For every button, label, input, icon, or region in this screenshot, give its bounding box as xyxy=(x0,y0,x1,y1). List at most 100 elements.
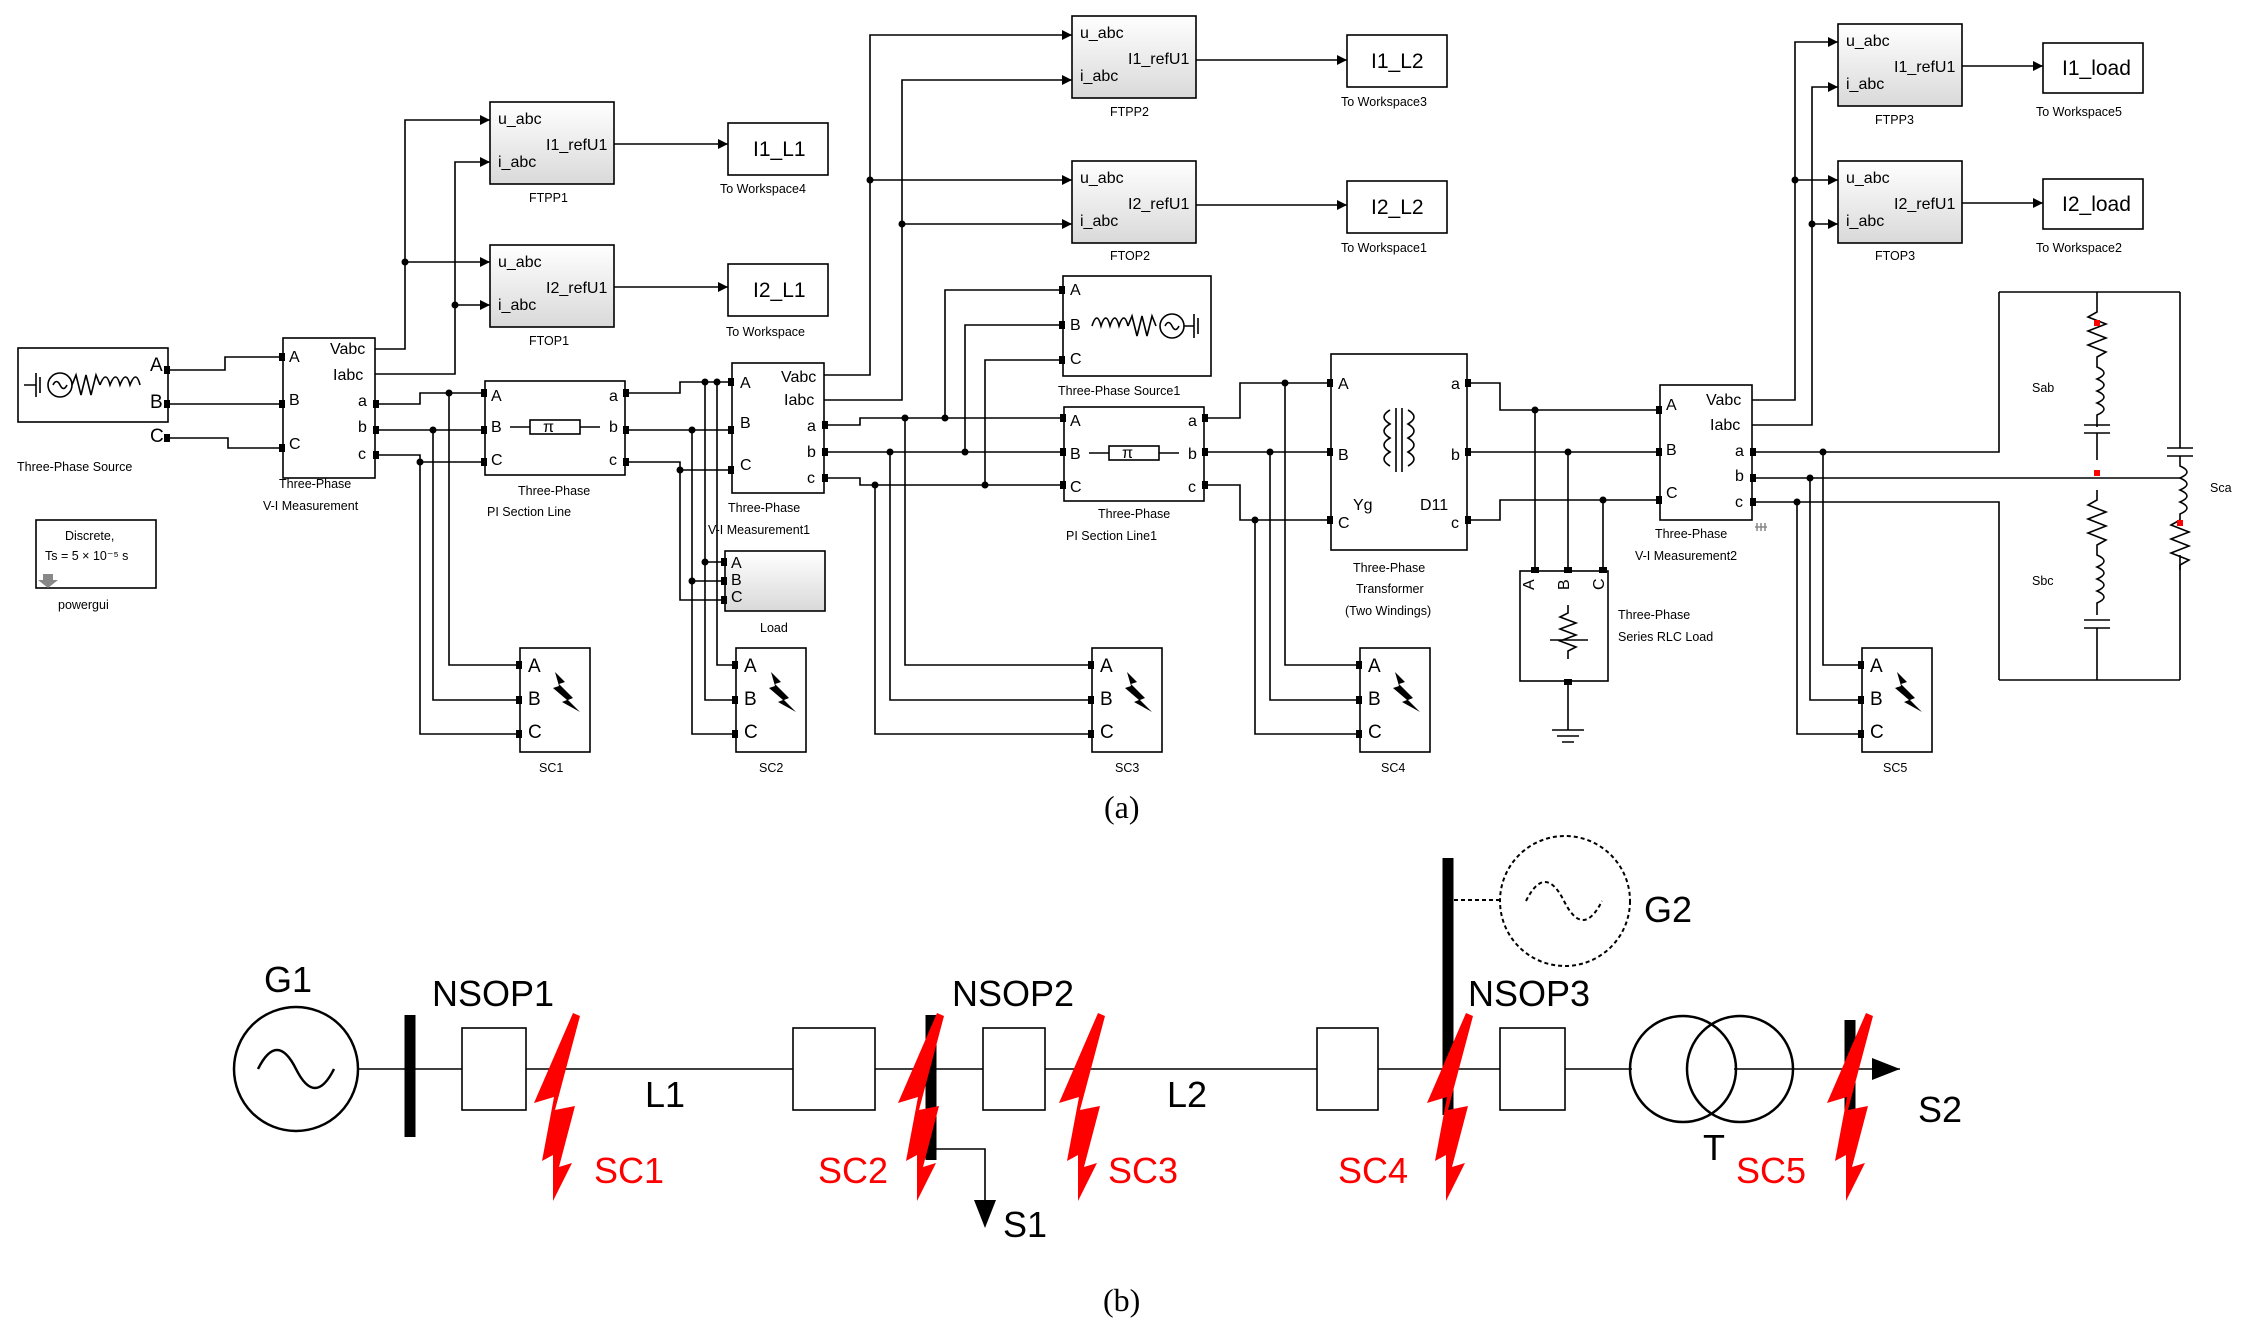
vi-port-label: Iabc xyxy=(1710,417,1740,434)
transformer-port-label: B xyxy=(1338,447,1349,464)
fault-block-sc2[interactable]: A B C SC2 xyxy=(735,647,807,775)
to-workspace2-block[interactable]: I2_load To Workspace2 xyxy=(2036,178,2144,255)
ft-port-label: u_abc xyxy=(1080,25,1124,42)
line-caption: PI Section Line1 xyxy=(1066,529,1157,543)
rlc-caption: Three-Phase xyxy=(1618,608,1690,622)
fault-block-sc4[interactable]: A B C SC4 xyxy=(1359,647,1431,775)
lightning-icon xyxy=(1393,672,1420,712)
pi-section-line-block[interactable]: A B C a b c π Three-Phase PI Section Lin… xyxy=(484,380,626,519)
ft-port-label: i_abc xyxy=(498,297,536,314)
vi-measurement-block[interactable]: A B C Vabc Iabc a b c Three-Phase V-I Me… xyxy=(263,337,376,513)
fault-port-label: B xyxy=(744,689,757,710)
ftpp2-block[interactable]: u_abc i_abc I1_refU1 FTPP2 xyxy=(1071,15,1197,119)
s1-label: S1 xyxy=(1003,1204,1047,1245)
rlc-port-label: A xyxy=(1521,579,1538,590)
nsop2-label: NSOP2 xyxy=(952,973,1074,1014)
sab-label: Sab xyxy=(2032,381,2054,395)
rlc-port-label: B xyxy=(1556,579,1573,590)
transformer-block[interactable]: A B C a b c Yg D11 Three-Phase Transform… xyxy=(1330,353,1468,618)
fault-port-label: B xyxy=(1100,689,1113,710)
fault-port-label: C xyxy=(528,722,542,743)
ws-name: I2_L1 xyxy=(753,279,806,302)
line-port-label: b xyxy=(609,419,618,436)
pi-icon: π xyxy=(1122,445,1133,462)
vi-caption: V-I Measurement2 xyxy=(1635,549,1737,563)
ws-name: I2_load xyxy=(2062,193,2131,216)
vi-port-label: Iabc xyxy=(333,367,363,384)
ftop2-block[interactable]: u_abc i_abc I2_refU1 FTOP2 xyxy=(1071,160,1197,263)
fault-port-label: A xyxy=(744,656,757,677)
vi-port-label: Iabc xyxy=(784,392,814,409)
ws-name: I1_L2 xyxy=(1371,50,1424,73)
vi-port-label: B xyxy=(1666,442,1677,459)
ft-port-label: u_abc xyxy=(1080,170,1124,187)
nsop3-left-box xyxy=(1316,1027,1379,1111)
ws-caption: To Workspace xyxy=(726,325,805,339)
ws-caption: To Workspace5 xyxy=(2036,105,2122,119)
ft-port-label: I1_refU1 xyxy=(546,137,607,154)
sc4-bolt-icon xyxy=(1427,1013,1473,1201)
powergui-caption: powergui xyxy=(58,598,109,612)
line-port-label: C xyxy=(1070,479,1082,496)
ftop1-block[interactable]: u_abc i_abc I2_refU1 FTOP1 xyxy=(489,244,615,348)
ft-port-label: I1_refU1 xyxy=(1128,51,1189,68)
transformer-port-label: a xyxy=(1451,376,1460,393)
fault-block-sc5[interactable]: A B C SC5 xyxy=(1861,647,1933,775)
three-phase-source1-block[interactable]: A B C Three-Phase Source1 xyxy=(1058,275,1212,398)
d11-label: D11 xyxy=(1420,497,1448,514)
ws-name: I1_L1 xyxy=(753,138,806,161)
load-caption: Load xyxy=(760,621,788,635)
ws-caption: To Workspace3 xyxy=(1341,95,1427,109)
ft-caption: FTPP3 xyxy=(1875,113,1914,127)
nsop1-left-box xyxy=(461,1027,527,1111)
ft-port-label: i_abc xyxy=(1080,68,1118,85)
ftop3-block[interactable]: u_abc i_abc I2_refU1 FTOP3 xyxy=(1837,160,1963,263)
load-block[interactable]: A B C Load xyxy=(724,550,826,635)
line-caption: PI Section Line xyxy=(487,505,571,519)
to-workspace3-block[interactable]: I1_L2 To Workspace3 xyxy=(1341,34,1448,109)
vi-port-label: Vabc xyxy=(1706,392,1741,409)
fault-caption: SC5 xyxy=(1883,761,1907,775)
nsop3-label: NSOP3 xyxy=(1468,973,1590,1014)
powergui-line1: Discrete, xyxy=(65,529,114,543)
vi-port-label: A xyxy=(1666,397,1677,414)
to-workspace-block[interactable]: I2_L1 To Workspace xyxy=(726,263,829,339)
vi-port-label: C xyxy=(289,436,301,453)
ft-port-label: i_abc xyxy=(498,154,536,171)
fault-port-label: C xyxy=(1870,722,1884,743)
ft-port-label: I2_refU1 xyxy=(546,280,607,297)
ft-port-label: I2_refU1 xyxy=(1128,196,1189,213)
fault-caption: SC2 xyxy=(759,761,783,775)
ws-caption: To Workspace2 xyxy=(2036,241,2122,255)
ft-caption: FTOP2 xyxy=(1110,249,1150,263)
fault-block-sc1[interactable]: A B C SC1 xyxy=(519,647,591,775)
to-workspace5-block[interactable]: I1_load To Workspace5 xyxy=(2036,42,2144,119)
t-label: T xyxy=(1703,1127,1725,1168)
vi-measurement2-block[interactable]: A B C Vabc Iabc a b c Three-Phase V-I Me… xyxy=(1635,384,1767,563)
fault-block-sc3[interactable]: A B C SC3 xyxy=(1091,647,1163,775)
to-workspace4-block[interactable]: I1_L1 To Workspace4 xyxy=(720,122,829,196)
load-port-label: B xyxy=(731,572,742,589)
vi-port-label: c xyxy=(1735,494,1743,511)
ftpp3-block[interactable]: u_abc i_abc I1_refU1 FTPP3 xyxy=(1837,23,1963,127)
ftpp1-block[interactable]: u_abc i_abc I1_refU1 FTPP1 xyxy=(489,101,615,205)
pi-section-line1-block[interactable]: A B C a b c π Three-Phase PI Section Lin… xyxy=(1063,406,1205,543)
generator-g2: G2 xyxy=(1454,835,1692,967)
ft-port-label: i_abc xyxy=(1846,76,1884,93)
pi-icon: π xyxy=(543,419,554,436)
source-port-c: C xyxy=(150,426,164,447)
powergui-block[interactable]: Discrete, Ts = 5 × 10⁻⁵ s powergui xyxy=(35,519,157,612)
three-phase-source-block[interactable]: A B C Three-Phase Source xyxy=(17,347,169,474)
transformer-caption: (Two Windings) xyxy=(1345,604,1431,618)
series-rlc-load-block[interactable]: A B C Three-Phase Series RLC Load xyxy=(1519,570,1713,743)
vi-measurement1-block[interactable]: A B C Vabc Iabc a b c Three-Phase V-I Me… xyxy=(708,362,825,537)
lightning-icon xyxy=(769,672,796,712)
ft-port-label: u_abc xyxy=(1846,33,1890,50)
s2-arrow-icon xyxy=(1872,1058,1900,1080)
line-port-label: a xyxy=(1188,413,1197,430)
vi-port-label: a xyxy=(807,418,816,435)
ft-caption: FTOP3 xyxy=(1875,249,1915,263)
ws-caption: To Workspace1 xyxy=(1341,241,1427,255)
fault-caption: SC3 xyxy=(1115,761,1139,775)
to-workspace1-block[interactable]: I2_L2 To Workspace1 xyxy=(1341,180,1448,255)
